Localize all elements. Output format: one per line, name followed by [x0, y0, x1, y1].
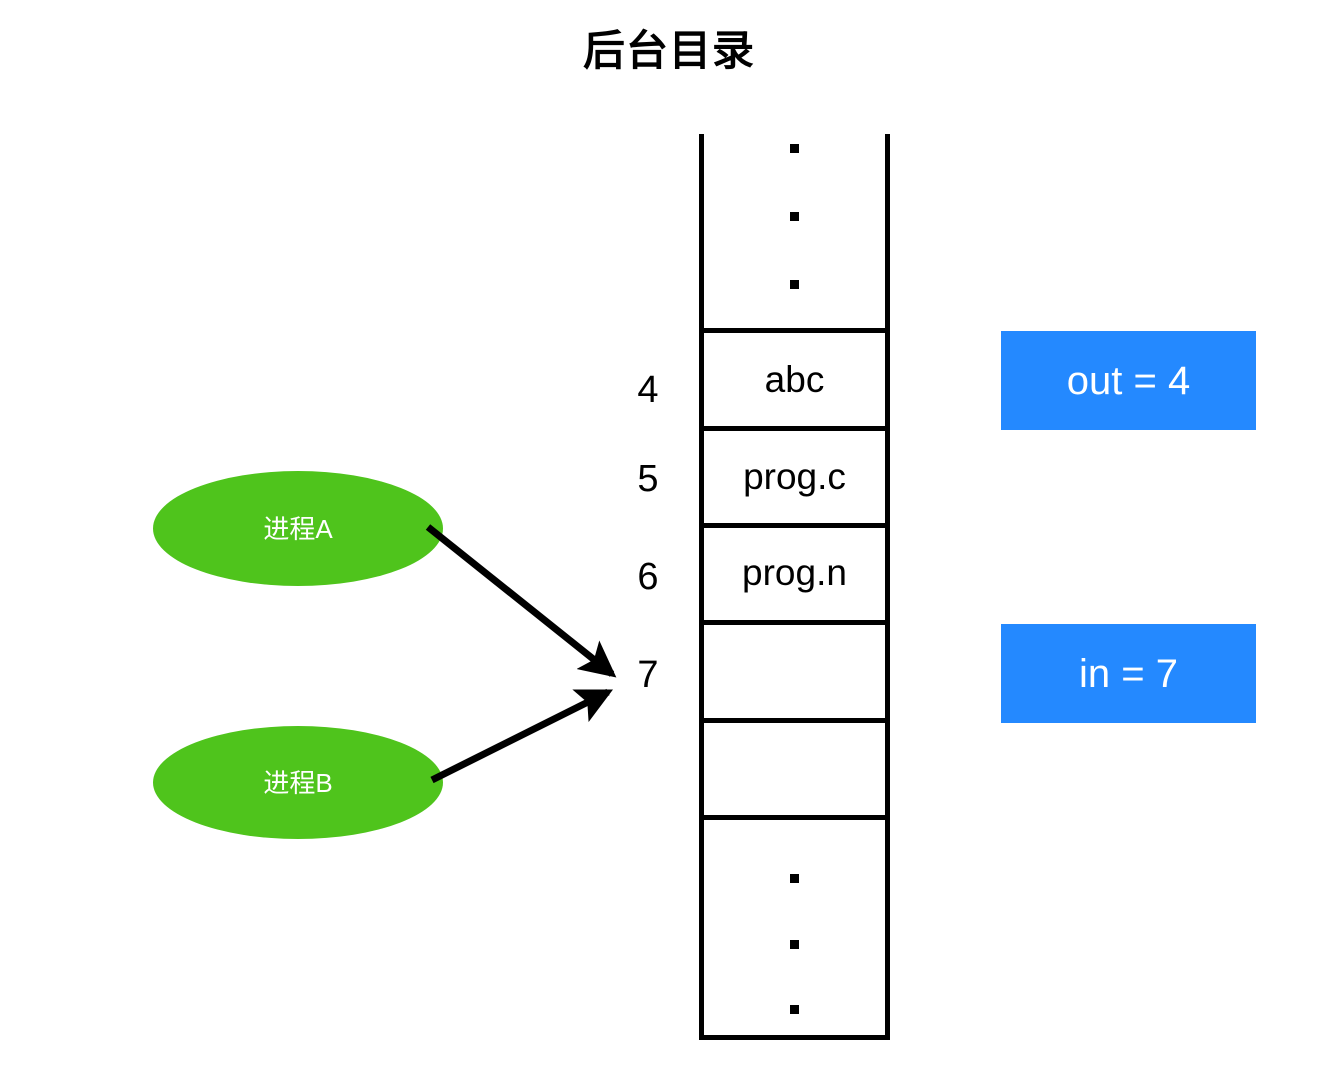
- pointer-box-out-label: out = 4: [1066, 358, 1191, 403]
- ellipsis-dot: [790, 144, 799, 153]
- pointer-box-in[interactable]: in = 7: [1001, 624, 1256, 723]
- table-row[interactable]: [699, 720, 890, 815]
- row-separator: [699, 815, 890, 820]
- row-separator: [699, 718, 890, 723]
- table-row[interactable]: abc: [699, 330, 890, 428]
- background-directory-table: abc prog.c prog.n: [699, 134, 890, 1040]
- row-separator: [699, 620, 890, 625]
- table-row[interactable]: prog.n: [699, 525, 890, 620]
- cell-value: prog.n: [742, 552, 847, 593]
- table-row[interactable]: [699, 622, 890, 718]
- table-right-border: [885, 134, 890, 1040]
- table-row[interactable]: prog.c: [699, 428, 890, 524]
- ellipsis-dot: [790, 212, 799, 221]
- row-index-6: 6: [637, 556, 659, 598]
- ellipsis-dot: [790, 1005, 799, 1014]
- ellipsis-dot: [790, 874, 799, 883]
- row-index-4: 4: [637, 369, 659, 411]
- pointer-box-out[interactable]: out = 4: [1001, 331, 1256, 430]
- process-node-b[interactable]: 进程B: [153, 726, 443, 839]
- row-index-5: 5: [637, 458, 659, 500]
- row-separator: [699, 328, 890, 333]
- process-node-a-label: 进程A: [263, 513, 333, 544]
- cell-value: prog.c: [743, 455, 846, 497]
- ellipsis-dot: [790, 280, 799, 289]
- arrow-process-b-to-slot7: [430, 688, 614, 784]
- table-bottom-border: [699, 1035, 890, 1040]
- row-separator: [699, 426, 890, 431]
- page-title: 后台目录: [582, 27, 755, 74]
- table-bottom-ellipsis: [699, 874, 890, 1014]
- table-top-ellipsis: [699, 144, 890, 289]
- cell-value: abc: [764, 358, 825, 400]
- table-left-border: [699, 134, 704, 1040]
- ellipsis-dot: [790, 939, 799, 949]
- arrow-process-a-to-slot7: [425, 524, 617, 678]
- process-node-b-label: 进程B: [263, 767, 333, 798]
- pointer-box-in-label: in = 7: [1079, 651, 1178, 696]
- row-index-7: 7: [637, 654, 659, 696]
- row-separator: [699, 523, 890, 528]
- process-node-a[interactable]: 进程A: [153, 471, 443, 586]
